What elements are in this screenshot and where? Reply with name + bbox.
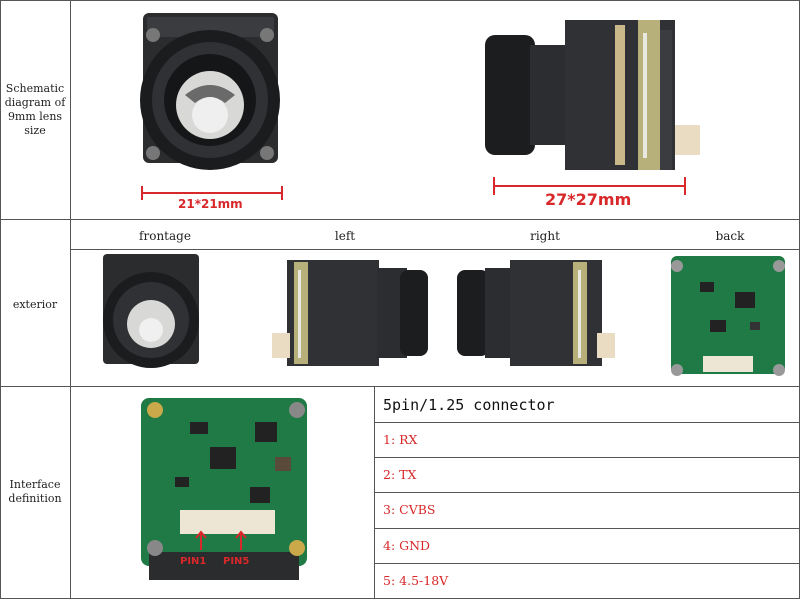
front-dimension-line (141, 192, 283, 194)
pin1-label: PIN1 (180, 556, 207, 567)
exterior-back-photo (671, 256, 785, 376)
view-label-right: right (530, 229, 560, 243)
view-label-left: left (334, 229, 356, 243)
exterior-left-photo (272, 260, 428, 366)
camera-front-photo (140, 13, 280, 170)
pcb-back-photo (141, 398, 307, 580)
pin-row-2: 2: TX (383, 467, 417, 482)
row-label-exterior: exterior (12, 298, 58, 311)
pin-row-4: 4: GND (383, 538, 431, 553)
row-label-schematic: Schematic diagram of 9mm lens size (4, 82, 66, 137)
row-label-interface: Interface definition (8, 478, 62, 505)
view-label-back: back (715, 229, 745, 243)
side-dimension-tick-right (684, 177, 686, 195)
side-dimension-tick-left (493, 177, 495, 195)
pin5-label: PIN5 (223, 556, 250, 567)
connector-title: 5pin/1.25 connector (383, 396, 555, 414)
front-dimension-tick-right (281, 186, 283, 200)
front-dimension-tick-left (141, 186, 143, 200)
front-dimension-label: 21*21mm (178, 197, 243, 211)
pin-row-5: 5: 4.5-18V (383, 573, 449, 588)
view-label-frontage: frontage (139, 229, 191, 243)
pin-row-3: 3: CVBS (383, 502, 436, 517)
side-dimension-label: 27*27mm (545, 190, 632, 209)
pin-row-1: 1: RX (383, 432, 418, 447)
exterior-right-photo (457, 260, 615, 366)
camera-side-photo (485, 20, 700, 170)
exterior-front-photo (103, 254, 199, 368)
side-dimension-line (493, 185, 685, 187)
